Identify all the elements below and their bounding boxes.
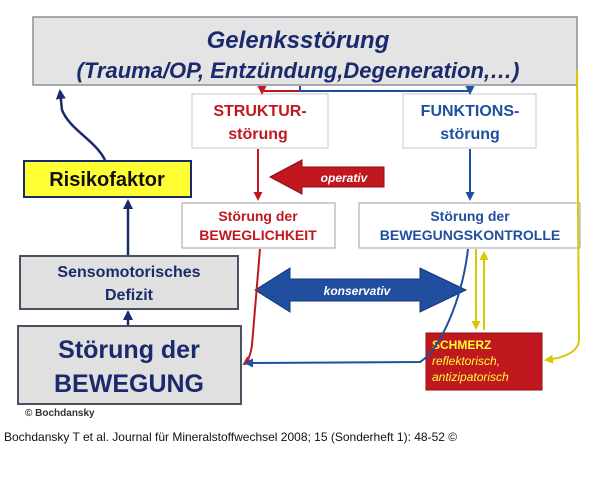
kontrolle-line1: Störung der	[430, 208, 510, 224]
copyright-label: © Bochdansky	[25, 408, 95, 419]
sensomotor-line2: Defizit	[105, 287, 154, 304]
risikofaktor-label: Risikofaktor	[49, 169, 165, 191]
funktion-line2: störung	[440, 126, 500, 143]
risikofaktor-box	[23, 160, 192, 198]
bewegungskontrolle-box	[358, 202, 581, 249]
bewegung-box	[17, 325, 242, 405]
funktion-line1: FUNKTIONS-	[421, 103, 520, 120]
sensomotorisches-defizit-box	[19, 255, 239, 310]
schmerz-line1: SCHMERZ	[432, 338, 491, 352]
bewegung-line2: BEWEGUNG	[54, 370, 204, 398]
bewegung-line1: Störung der	[58, 336, 200, 364]
schmerz-line2: reflektorisch,	[432, 354, 500, 368]
operativ-label: operativ	[321, 171, 369, 185]
arrow-title-to-funktion	[299, 86, 475, 95]
gelenksstoerung-box	[32, 16, 578, 86]
beweglichkeit-line2: BEWEGLICHKEIT	[199, 227, 317, 243]
arrow-title-to-struktur	[257, 86, 301, 95]
beweglichkeit-box	[181, 202, 336, 249]
arrow-kontrolle-to-bewegung	[244, 248, 469, 368]
kontrolle-line2: BEWEGUNGSKONTROLLE	[380, 227, 560, 243]
schmerz-line3: antizipatorisch	[432, 370, 509, 384]
konservativ-label: konservativ	[324, 284, 392, 298]
struktur-line1: STRUKTUR-	[213, 103, 306, 120]
title-line1: Gelenksstörung	[207, 27, 390, 54]
citation-caption: Bochdansky T et al. Journal für Minerals…	[4, 430, 458, 444]
sensomotor-line1: Sensomotorisches	[57, 264, 200, 281]
konservativ-arrow	[254, 267, 468, 313]
operativ-arrow	[268, 159, 385, 195]
arrow-risikofaktor-to-gelenk	[55, 89, 107, 161]
schmerz-box	[425, 332, 543, 391]
arrow-beweglichkeit-to-bewegung	[242, 248, 261, 366]
strukturstoerung-box	[191, 93, 329, 149]
struktur-line2: störung	[228, 126, 288, 143]
beweglichkeit-line1: Störung der	[218, 208, 298, 224]
title-line2: (Trauma/OP, Entzündung,Degeneration,…)	[77, 58, 520, 83]
arrow-gelenk-to-schmerz	[544, 69, 581, 364]
